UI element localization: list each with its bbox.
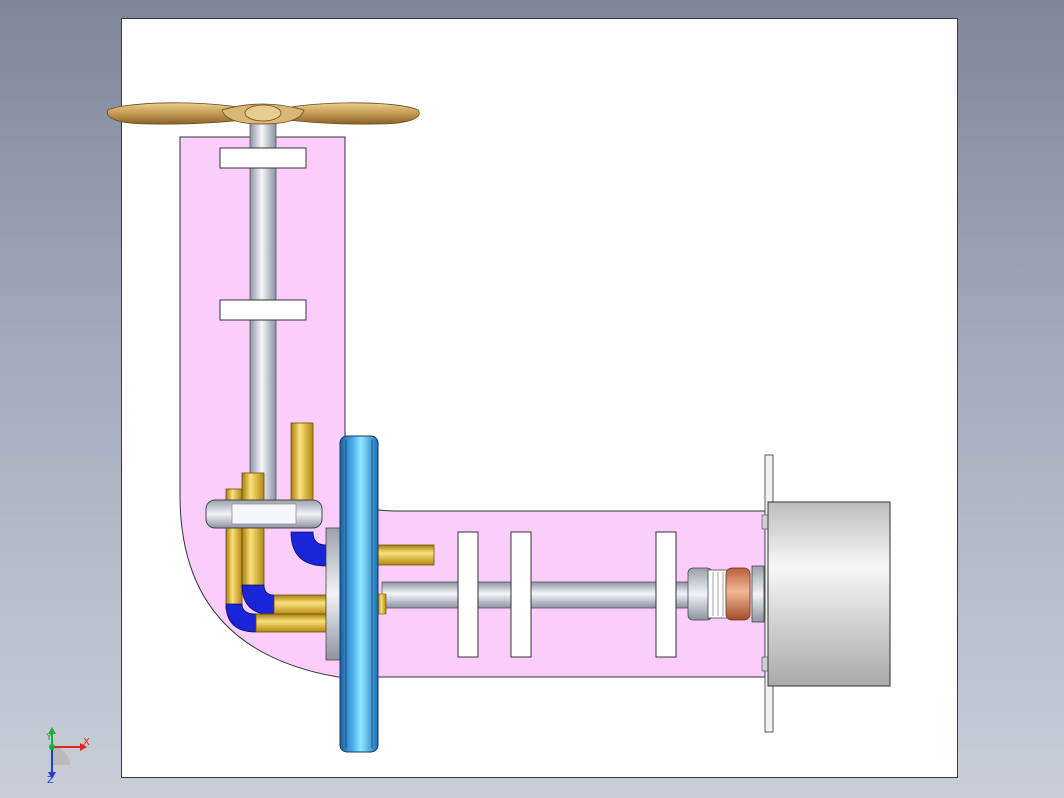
shaft-stub xyxy=(377,593,387,615)
triad-z-label: Z xyxy=(47,775,54,786)
middle-bearing-block xyxy=(219,299,307,321)
triad-y-label: Y xyxy=(45,732,53,743)
triad-x-label: X xyxy=(83,737,90,748)
propeller xyxy=(106,102,420,125)
pipe-horizontal-upper xyxy=(273,594,333,616)
pipe-riser-middle xyxy=(241,472,265,589)
bearing-block-1 xyxy=(457,531,479,658)
upper-bearing-block xyxy=(219,147,307,169)
bearing-block-3 xyxy=(655,531,677,658)
pipe-collar xyxy=(205,499,323,529)
pipe-riser-right xyxy=(290,422,314,506)
shaft-coupling xyxy=(687,565,765,623)
horizontal-shaft xyxy=(381,581,701,609)
pipe-horizontal-lower xyxy=(255,613,333,633)
coordinate-triad: X Y Z xyxy=(45,727,90,786)
mounting-flange xyxy=(325,435,379,753)
bearing-block-2 xyxy=(510,531,532,658)
drive-motor xyxy=(767,501,891,687)
pipe-outlet xyxy=(377,544,435,566)
